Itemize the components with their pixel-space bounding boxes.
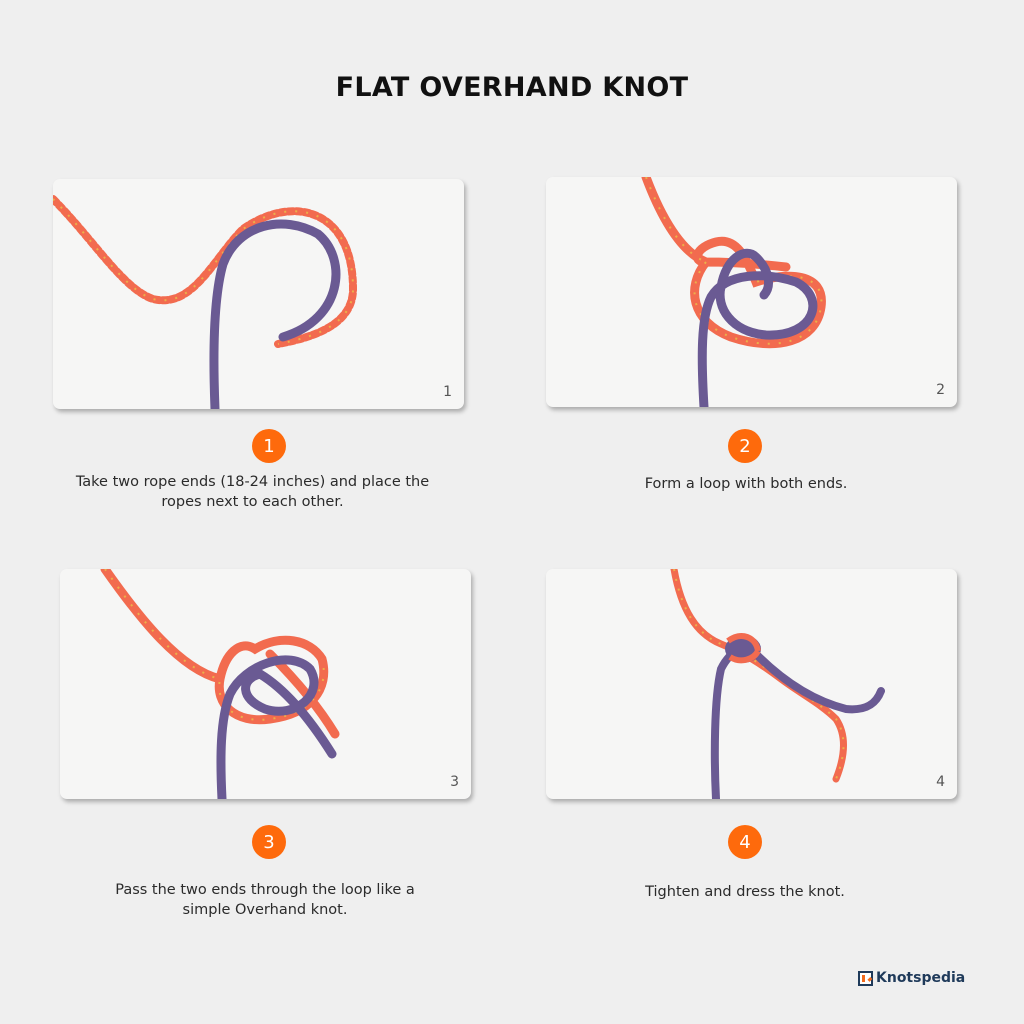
step-1-photo: 1 xyxy=(53,179,464,409)
step-2-badge: 2 xyxy=(728,429,762,463)
step-3-badge: 3 xyxy=(252,825,286,859)
step-3-photo: 3 xyxy=(60,569,471,799)
step-2-description: Form a loop with both ends. xyxy=(644,476,848,492)
step-4-badge: 4 xyxy=(728,825,762,859)
rope-illustration-step-1 xyxy=(53,195,358,409)
brand-logo: Knotspedia xyxy=(858,970,965,986)
step-4-description: Tighten and dress the knot. xyxy=(645,884,845,900)
step-1-badge: 1 xyxy=(252,429,286,463)
step-2-photo: 2 xyxy=(546,177,957,407)
brand-name: Knotspedia xyxy=(876,970,966,986)
step-1-description: Take two rope ends (18-24 inches) and pl… xyxy=(75,474,430,510)
rope-illustration-step-3 xyxy=(100,569,340,799)
panel-number: 1 xyxy=(443,384,452,400)
step-4-photo: 4 xyxy=(546,569,957,799)
knotspedia-logo-icon xyxy=(858,970,873,986)
step-3-description: Pass the two ends through the loop like … xyxy=(115,882,415,918)
panel-number: 2 xyxy=(936,382,945,398)
page-title: FLAT OVERHAND KNOT xyxy=(335,72,689,103)
rope-illustration-step-4 xyxy=(670,569,885,799)
rope-illustration-step-2 xyxy=(641,177,826,407)
panel-number: 4 xyxy=(936,774,945,790)
panel-number: 3 xyxy=(450,774,459,790)
